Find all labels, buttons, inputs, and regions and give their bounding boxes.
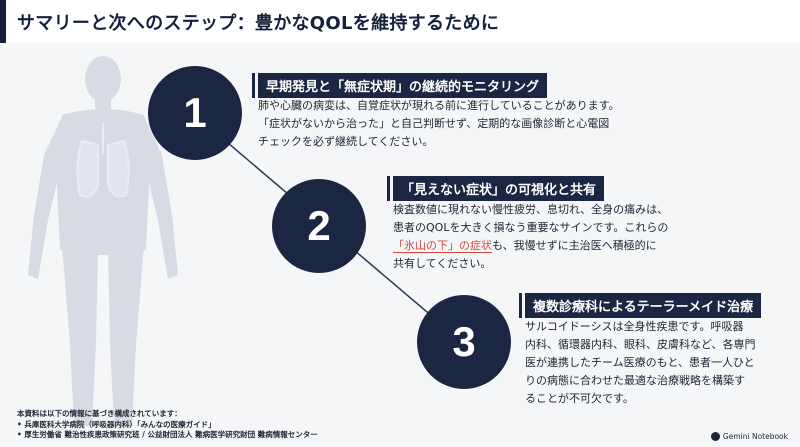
- step-2-line-3-rest: も、我慢せずに主治医へ積極的に: [492, 239, 657, 252]
- step-2-description: 検査数値に現れない慢性疲労、息切れ、全身の痛みは、 患者のQOLを大きく損なう重…: [393, 201, 693, 273]
- step-3-description: サルコイドーシスは全身性疾患です。呼吸器 内科、循環器内科、眼科、皮膚科など、各…: [525, 318, 785, 408]
- source-item-1: • 兵庫医科大学病院（呼吸器内科）「みんなの医療ガイド」: [17, 419, 216, 429]
- step-2-line-4: 共有してください。: [393, 257, 492, 270]
- step-1-number: 1: [183, 89, 207, 136]
- step-1-line-3: チェックを必ず継続してください。: [258, 135, 434, 148]
- sources-header: 本資料は以下の情報に基づき構成されています：: [17, 409, 182, 418]
- step-1-number-circle: 1: [148, 66, 242, 160]
- page-title: サマリーと次へのステップ：豊かなQOLを維持するために: [17, 13, 500, 34]
- step-2-line-1: 検査数値に現れない慢性疲労、息切れ、全身の痛みは、: [393, 203, 669, 216]
- step-3-line-4: りの病態に合わせた最適な治療戦略を構築す: [525, 374, 745, 387]
- step-3-line-5: ることが不可欠です。: [525, 392, 634, 405]
- step-2-number: 2: [307, 202, 331, 249]
- step-2-number-circle: 2: [272, 179, 366, 273]
- step-2-line-2: 患者のQOLを大きく損なう重要なサインです。これらの: [393, 221, 669, 234]
- step-1-heading: 早期発見と「無症状期」の継続的モニタリング: [251, 73, 548, 98]
- brand-label: Gemini Notebook: [722, 432, 788, 441]
- step-1-description: 肺や心臓の病変は、自覚症状が現れる前に進行していることがあります。 「症状がない…: [258, 97, 678, 151]
- step-3-number: 3: [452, 318, 476, 365]
- step-3-line-1: サルコイドーシスは全身性疾患です。呼吸器: [525, 320, 744, 333]
- step-3-line-2: 内科、循環器内科、眼科、皮膚科など、各専門: [525, 338, 756, 351]
- step-1-line-1: 肺や心臓の病変は、自覚症状が現れる前に進行していることがあります。: [258, 99, 620, 112]
- step-1-line-2: 「症状がないから治った」と自己判断せず、定期的な画像診断と心電図: [258, 117, 610, 130]
- sources-note: 本資料は以下の情報に基づき構成されています： • 兵庫医科大学病院（呼吸器内科）…: [17, 409, 318, 441]
- gemini-notebook-brand: Gemini Notebook: [710, 432, 788, 441]
- title-accent-bar: [0, 0, 6, 43]
- title-bar: サマリーと次へのステップ：豊かなQOLを維持するために: [0, 0, 800, 43]
- step-3-heading: 複数診療科によるテーラーメイド治療: [518, 293, 762, 318]
- step-2-line-3: 「氷山の下」の症状も、我慢せずに主治医へ積極的に: [393, 237, 693, 255]
- gemini-logo-icon: [710, 432, 720, 441]
- step-3-number-circle: 3: [417, 295, 511, 389]
- step-3-line-3: 医が連携したチーム医療のもと、患者一人ひと: [525, 356, 755, 369]
- source-item-2: • 厚生労働省 難治性疾患政策研究班 / 公益財団法人 難病医学研究財団 難病情…: [17, 430, 318, 439]
- human-body-illustration: [28, 56, 178, 427]
- step-2-highlight: 「氷山の下」の症状: [393, 239, 492, 253]
- step-2-heading: 「見えない症状」の可視化と共有: [386, 176, 605, 201]
